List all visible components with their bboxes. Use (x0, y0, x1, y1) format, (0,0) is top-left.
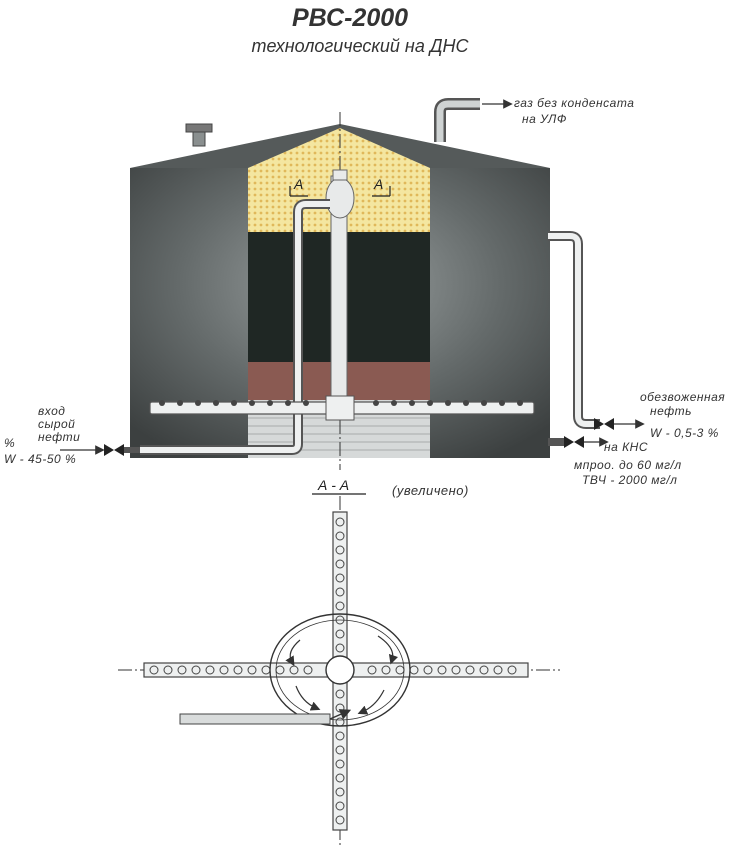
section-note: (увеличено) (392, 483, 469, 498)
water-outlet-label-3: ТВЧ - 2000 мг/л (582, 473, 678, 487)
water-outlet-label-1: на КНС (604, 440, 649, 454)
oil-outlet-pipe (548, 231, 600, 429)
oil-outlet-label-1: обезвоженная (640, 390, 726, 404)
inlet-w-label: W - 45-50 % (4, 452, 77, 466)
section-mark-right (372, 186, 391, 197)
oil-outlet-label-2: нефть (650, 404, 692, 418)
inlet-label-3: нефти (38, 430, 81, 444)
inlet-valve (104, 444, 124, 456)
section-holes-horizontal (149, 665, 517, 675)
inlet-label-1: вход (38, 404, 66, 418)
distributor-nozzles (159, 400, 523, 406)
oil-outlet-w-label: W - 0,5-3 % (650, 426, 719, 440)
water-outlet-label-2: мпроо. до 60 мг/л (574, 458, 682, 472)
flow-arrows (285, 635, 399, 715)
gas-outlet-pipe (434, 98, 480, 142)
gas-dest-label: на УЛФ (522, 112, 567, 126)
section-inlet-pipe (179, 713, 331, 725)
section-letter-left: А (294, 176, 304, 192)
roof-breather (185, 123, 213, 133)
section-title: А - А (318, 477, 350, 493)
roof-breather-stem (192, 131, 206, 147)
separator-head (325, 177, 355, 219)
circulation-ring (269, 613, 411, 727)
inlet-pct-label: % (4, 436, 16, 450)
gas-label: газ без конденсата (514, 96, 635, 110)
inlet-label-2: сырой (38, 417, 76, 431)
diagram-title: РВС-2000 (291, 4, 409, 32)
section-mark-left (289, 186, 308, 197)
oil-valve (594, 418, 614, 430)
section-letter-right: А (374, 176, 384, 192)
water-valve (564, 436, 584, 448)
section-hub (325, 655, 355, 685)
diagram-subtitle: технологический на ДНС (251, 36, 469, 56)
